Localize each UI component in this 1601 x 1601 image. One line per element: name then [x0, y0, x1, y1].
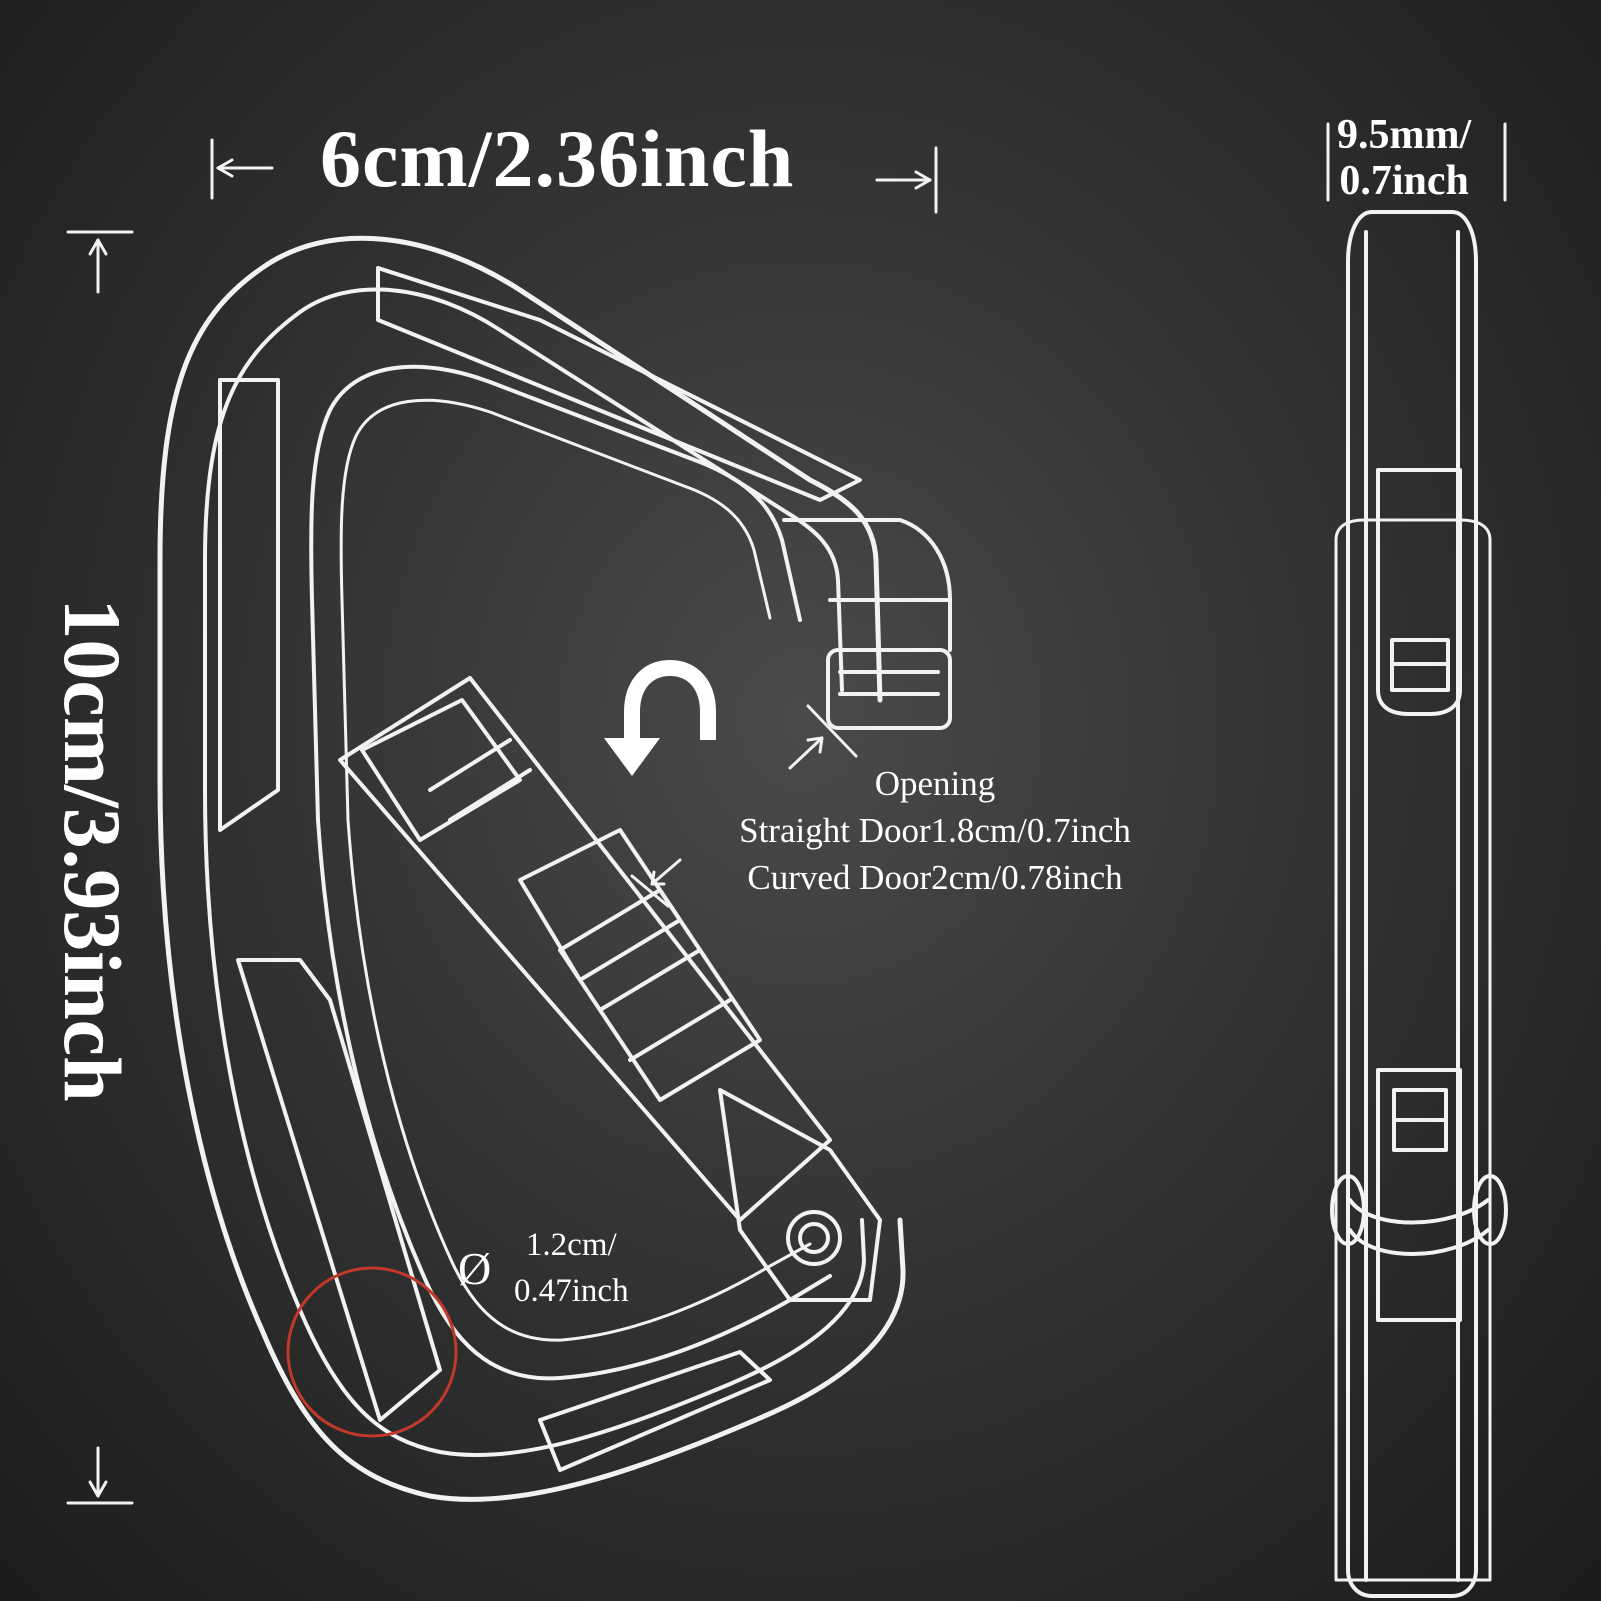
opening-indicator-arrows: [630, 704, 858, 908]
diameter-label-line1: 1.2cm/: [525, 1227, 617, 1263]
carabiner-side-view: [1330, 210, 1508, 1598]
spine-recesses: [218, 266, 862, 1472]
diameter-highlight-circle: [286, 1266, 458, 1438]
opening-title: Opening: [874, 764, 996, 803]
carabiner-gate: [338, 676, 882, 1302]
diameter-label-line2: 0.47inch: [514, 1273, 629, 1309]
carabiner-inner-loop: [309, 364, 832, 1381]
diameter-symbol: Ø: [458, 1243, 492, 1294]
thickness-label-line1: 9.5mm/: [1337, 112, 1472, 158]
width-dimension-arrows: [210, 138, 938, 214]
width-label: 6cm/2.36inch: [320, 113, 795, 204]
carabiner-nose: [782, 518, 952, 730]
u-turn-arrow-icon: [604, 659, 716, 776]
thickness-dimension-marks: [1326, 122, 1507, 202]
height-dimension-arrows: [66, 230, 134, 1505]
opening-specs: Opening Straight Door1.8cm/0.7inch Curve…: [705, 760, 1165, 901]
curved-door-spec: Curved Door2cm/0.78inch: [747, 858, 1123, 897]
thickness-label: 9.5mm/ 0.7inch: [1337, 112, 1471, 204]
thickness-label-line2: 0.7inch: [1339, 158, 1469, 204]
diameter-label: 1.2cm/ 0.47inch: [514, 1222, 629, 1314]
height-label: 10cm/3.93inch: [47, 598, 138, 1102]
straight-door-spec: Straight Door1.8cm/0.7inch: [739, 811, 1131, 850]
carabiner-body: [157, 235, 906, 1502]
